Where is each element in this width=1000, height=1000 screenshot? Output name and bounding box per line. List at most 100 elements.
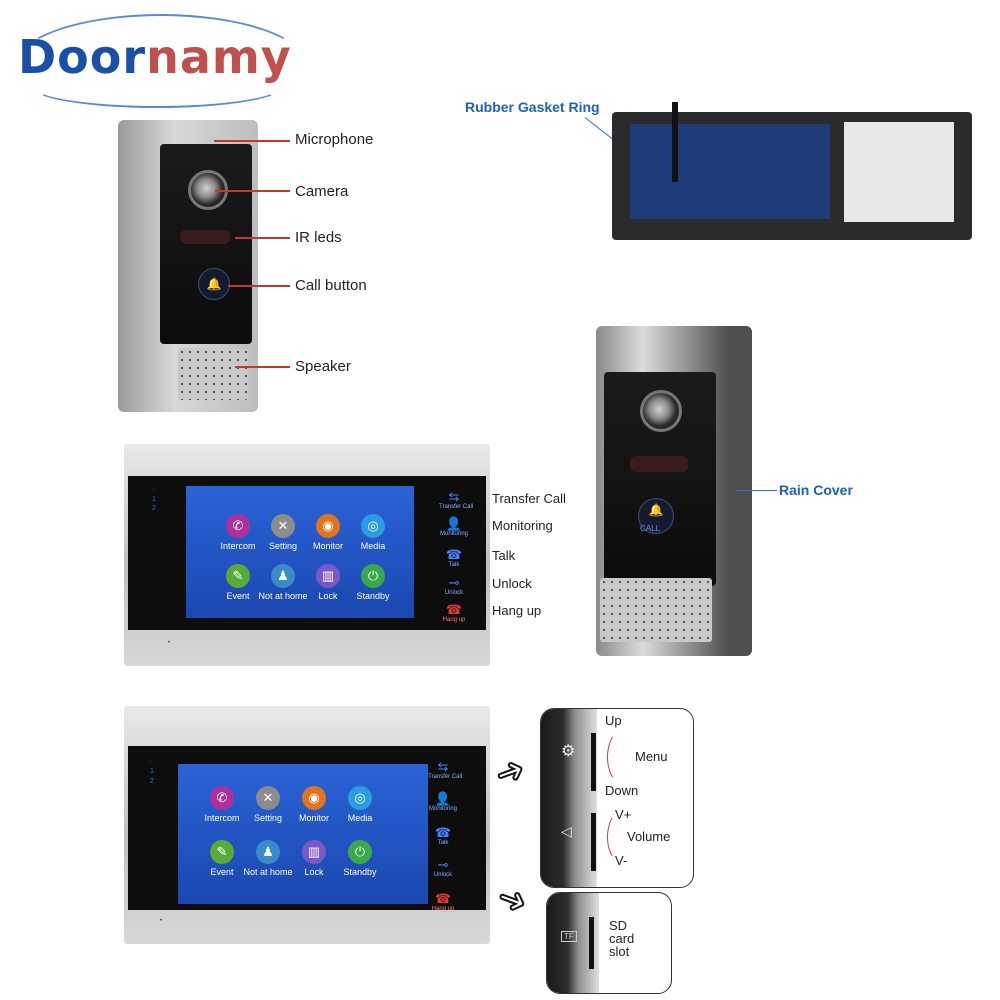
doorbell-rain-cover: 🔔 CALL [596,326,752,656]
pointer-microphone [214,140,290,142]
camera-lens-icon-2 [640,390,682,432]
small-label: Talk [437,840,449,846]
volume-arc [607,813,631,861]
walking-person-icon: ♟ [256,840,280,864]
key-icon: ⊸ [437,857,449,872]
ir-leds [180,230,230,244]
phone-icon: ✆ [226,514,250,538]
pointer-camera [215,190,290,192]
label-down: Down [605,783,639,798]
media-icon: ◎ [361,514,385,538]
logo-arc-top [14,14,308,118]
led-indicator: ◌ [152,486,157,495]
app-monitor[interactable]: ◉Monitor [298,514,358,551]
indoor-monitor-2: ◌ 1 2 • [124,706,490,944]
app-not-at-home-2[interactable]: ♟Not at home [238,840,298,877]
label-slot: slot [609,944,630,959]
small-label: Monitoring [439,531,468,537]
app-setting-2[interactable]: ✕ Setting [238,786,298,823]
label-hang-up: Hang up [492,603,542,618]
speaker-volume-icon: ◁ [561,823,572,839]
key-icon: ⊸ [448,575,460,590]
app-label: Setting [253,813,283,823]
brand-logo: Doornamy [18,30,292,84]
label-volume: Volume [627,829,671,844]
app-label: Event [226,591,250,601]
led-num-2: 2 [152,505,156,512]
button-transfer-call-2[interactable]: ⇆Transfer Call [428,760,463,781]
led-indicator-2: ◌ [148,758,153,767]
walking-person-icon: ♟ [271,564,295,588]
label-transfer-call: Transfer Call [492,491,566,506]
small-label: Talk [448,562,460,568]
small-label: Hang up [442,617,466,623]
app-label: Setting [268,541,298,551]
label-camera: Camera [295,183,349,200]
ir-leds-2 [630,456,688,472]
tf-card-icon: TF [561,931,577,942]
menu-rocker[interactable] [591,733,596,791]
button-monitoring[interactable]: 👤Monitoring [439,517,469,538]
app-lock[interactable]: ▥Lock [298,564,358,601]
label-microphone: Microphone [295,131,374,148]
app-event-2[interactable]: ✎Event [192,840,252,877]
sd-slot[interactable] [589,917,594,969]
label-up: Up [605,713,622,728]
app-media[interactable]: ◎ Media [343,514,403,551]
hangup-icon: ☎ [434,891,452,906]
handset-icon: ☎ [434,825,452,840]
tools-icon: ✕ [256,786,280,810]
small-label: Transfer Call [428,774,463,780]
button-talk-2[interactable]: ☎Talk [428,825,458,847]
lock-door-icon: ▥ [302,840,326,864]
app-intercom-2[interactable]: ✆Intercom [192,786,252,823]
app-label: Lock [304,867,324,877]
app-intercom[interactable]: ✆ Intercom [208,514,268,551]
led-num-1b: 1 [150,768,154,775]
button-unlock-2[interactable]: ⊸Unlock [428,857,458,879]
app-label: Lock [318,591,338,601]
app-lock-2[interactable]: ▥ Lock [284,840,344,877]
phone-icon: ✆ [210,786,234,810]
monitor-screen-1 [186,486,414,618]
app-setting[interactable]: ✕ Setting [253,514,313,551]
label-menu: Menu [635,749,668,764]
logo-text-part1: Door [18,30,147,84]
app-media-2[interactable]: ◎Media [330,786,390,823]
tools-icon: ✕ [271,514,295,538]
call-text: CALL [640,524,661,533]
button-unlock[interactable]: ⊸Unlock [439,575,469,597]
webcam-icon: ◉ [302,786,326,810]
mic-hole-2: • [160,918,163,924]
speaker-grille [178,348,248,400]
button-transfer-call[interactable]: ⇆Transfer Call [439,490,473,511]
app-standby[interactable]: ⏻Standby [343,564,403,601]
notepad-icon: ✎ [226,564,250,588]
media-icon: ◎ [348,786,372,810]
label-sd: SD [609,918,628,933]
app-monitor-2[interactable]: ◉Monitor [284,786,344,823]
button-talk[interactable]: ☎Talk [439,547,469,569]
app-label: Media [360,541,386,551]
button-hang-up-2[interactable]: ☎Hang up [428,891,458,913]
label-ir-leds: IR leds [295,229,342,246]
label-call-button: Call button [295,277,367,294]
side-controls-zoom: ⚙ ◁ Up Menu Down V+ Volume V- [540,708,694,888]
menu-arc [607,731,635,783]
button-hang-up[interactable]: ☎Hang up [439,603,469,624]
bell-icon: 🔔 [198,268,230,300]
button-monitoring-2[interactable]: 👤Monitoring [428,792,458,813]
pointer-call-button [228,285,290,287]
power-icon: ⏻ [361,564,385,588]
handset-icon: ☎ [445,547,463,562]
volume-rocker[interactable] [591,813,596,871]
notepad-icon: ✎ [210,840,234,864]
app-event[interactable]: ✎ Event [208,564,268,601]
pointer-speaker [235,366,290,368]
webcam-icon: ◉ [316,514,340,538]
app-standby-2[interactable]: ⏻Standby [330,840,390,877]
monitor-screen-2 [178,764,428,904]
app-label: Intercom [220,541,256,551]
app-not-at-home[interactable]: ♟Not at home [253,564,313,601]
label-unlock: Unlock [492,576,532,591]
